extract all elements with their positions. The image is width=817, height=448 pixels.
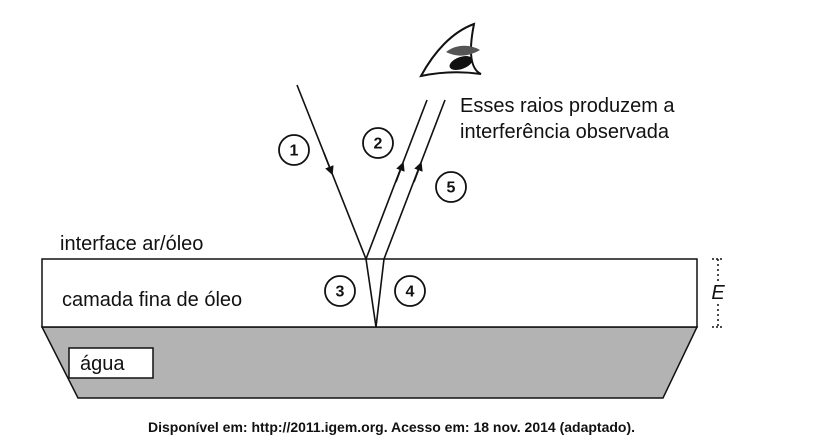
ray-1-line: [296, 84, 367, 260]
caption-line-2: interferência observada: [460, 121, 670, 143]
ray-5-number: 5: [447, 180, 456, 197]
ray-2-arrow: [395, 161, 405, 183]
interface-label: interface ar/óleo: [60, 233, 203, 255]
oil-film-layer: [41, 258, 698, 328]
ray-3-line: [365, 258, 377, 328]
ray-1-badge: [278, 134, 310, 166]
ray-3-badge: [324, 275, 356, 307]
ray-5-badge: [435, 171, 467, 203]
eye-icon: [419, 22, 482, 78]
film-label: camada fina de óleo: [62, 289, 242, 311]
ray-4-line: [375, 258, 385, 328]
ray-2-number: 2: [374, 136, 383, 153]
thickness-label: E: [711, 282, 725, 304]
source-citation: Disponível em: http://2011.igem.org. Ace…: [148, 419, 635, 435]
water-label-box: [68, 347, 154, 379]
ray-3-number: 3: [336, 284, 345, 301]
ray-2-badge: [362, 127, 394, 159]
water-label: água: [80, 353, 125, 375]
caption-line-1: Esses raios produzem a: [460, 95, 675, 117]
ray-1-number: 1: [290, 143, 299, 160]
ray-5-arrow: [413, 161, 423, 183]
ray-1-arrow: [323, 152, 334, 176]
ray-4-number: 4: [406, 284, 415, 301]
ray-4-badge: [394, 275, 426, 307]
